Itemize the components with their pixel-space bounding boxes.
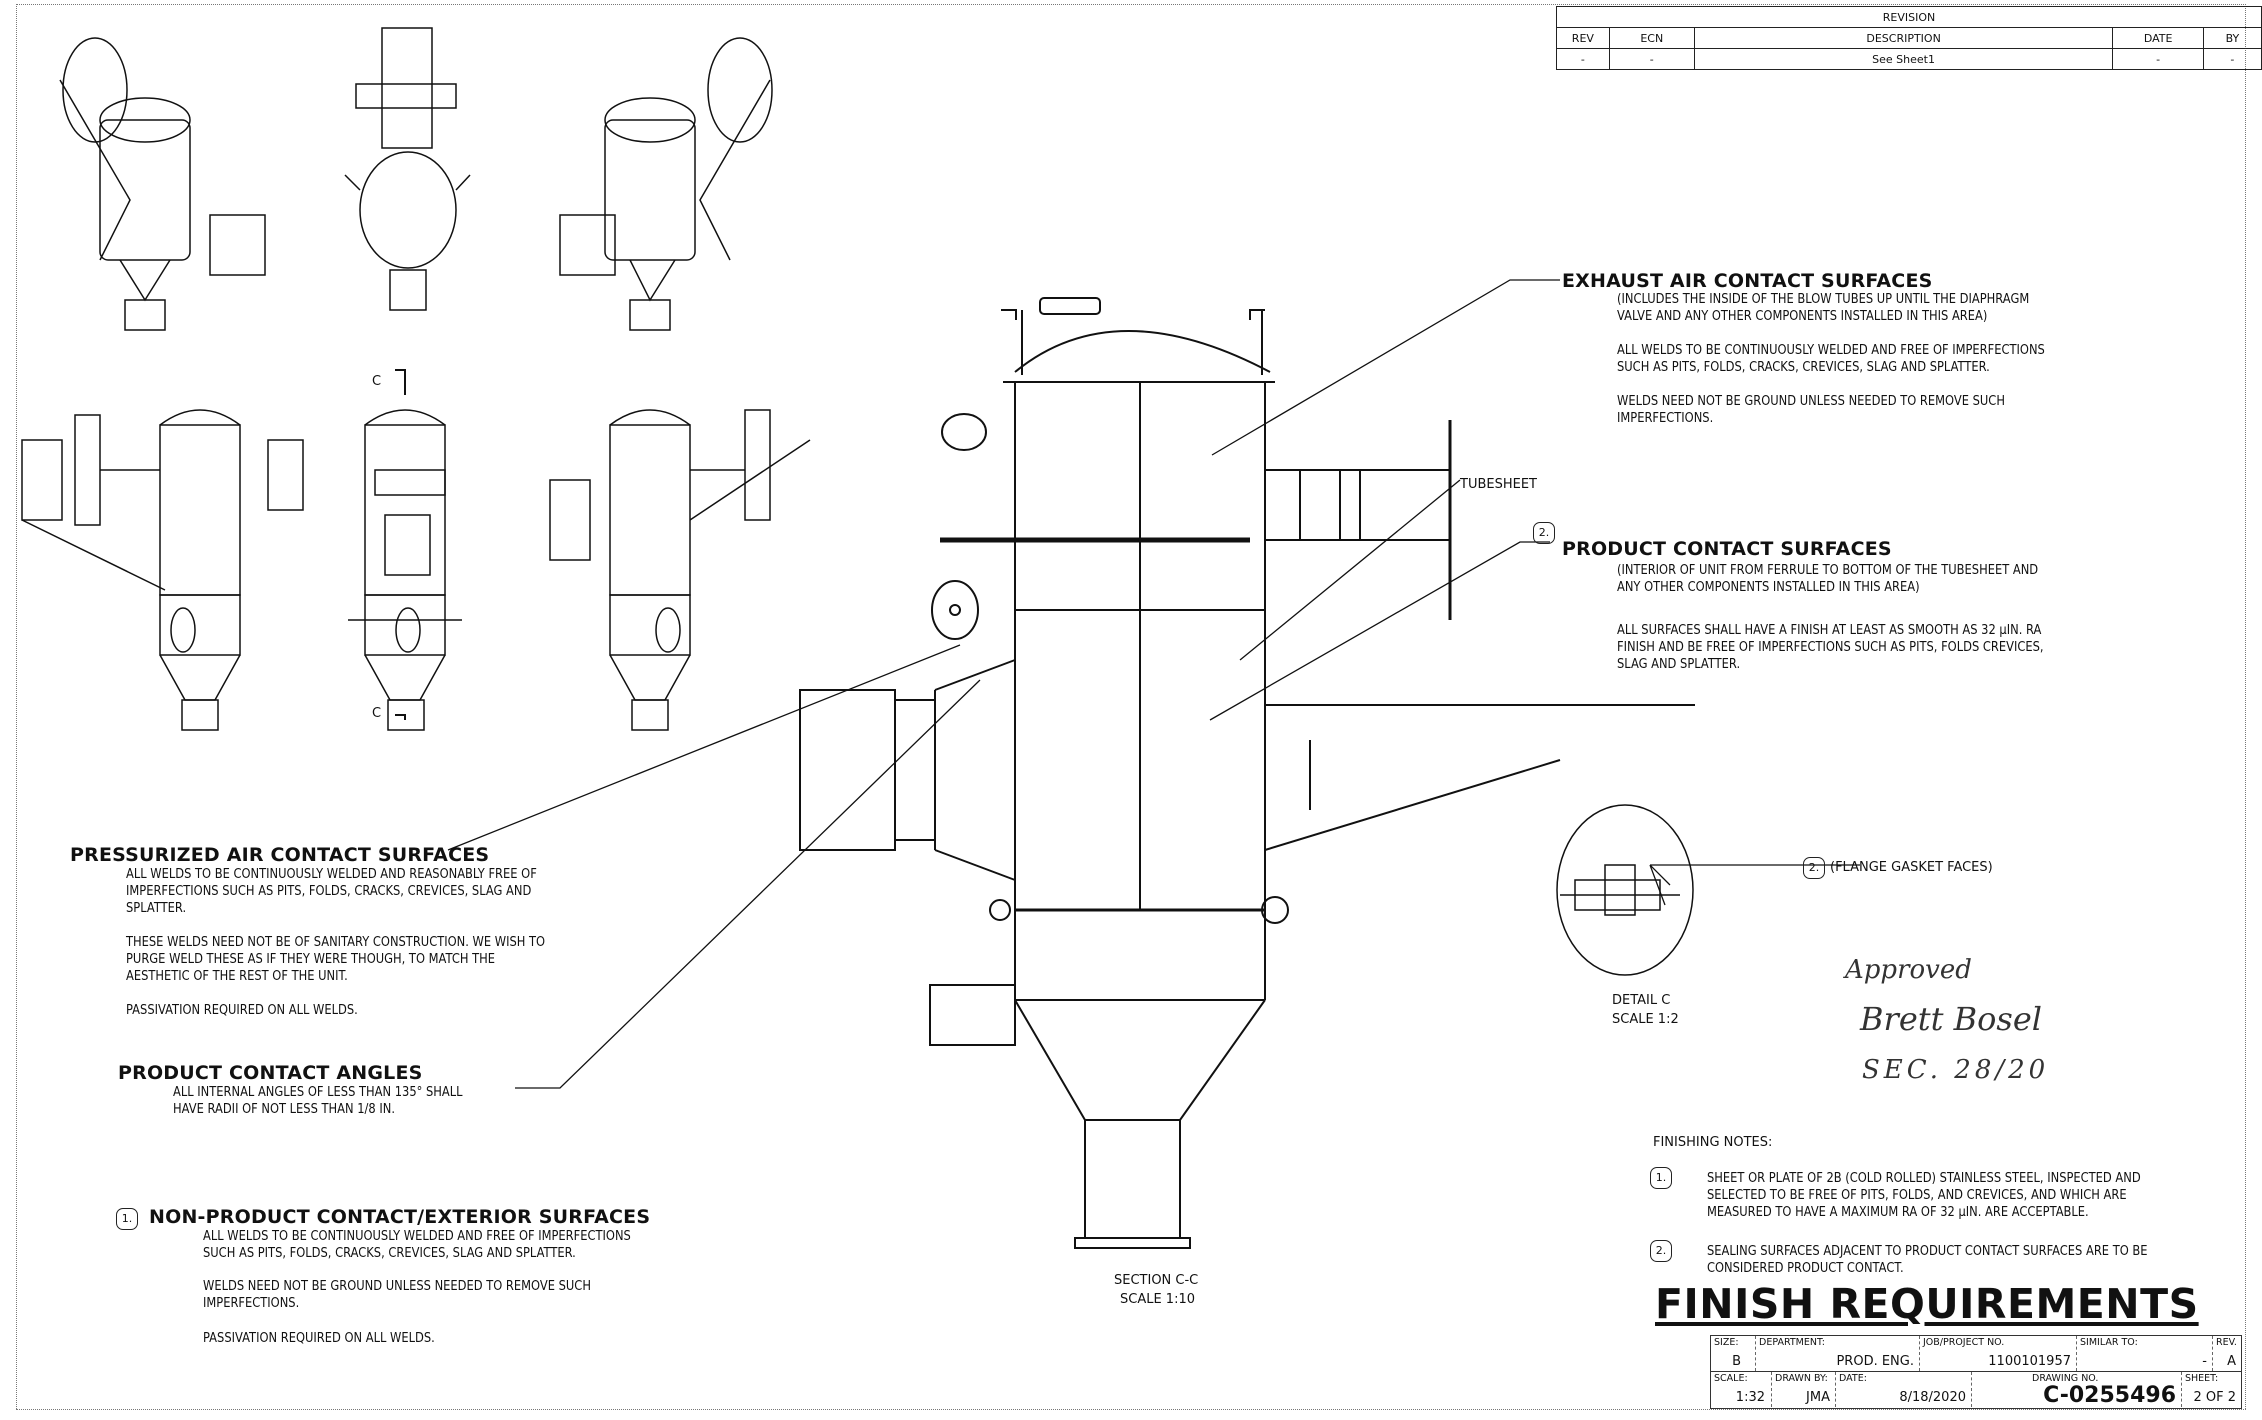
section-c-c-view (799, 297, 1695, 1249)
exhaust-air-para-3: WELDS NEED NOT BE GROUND UNLESS NEEDED T… (1617, 393, 2005, 426)
revision-table: REVISION REV ECN DESCRIPTION DATE BY - -… (1556, 6, 2262, 70)
note-marker-1-icon: 1. (1650, 1167, 1672, 1189)
note-marker-2-icon: 2. (1533, 522, 1555, 544)
section-scale: SCALE 1:10 (1120, 1292, 1196, 1307)
revision-row: - - See Sheet1 - - (1556, 48, 2262, 70)
cut-marker-top: C (372, 374, 382, 389)
pressurized-air-para-3: PASSIVATION REQUIRED ON ALL WELDS. (126, 1002, 358, 1018)
cut-marker-bottom: C (372, 706, 382, 721)
non-product-para-1: ALL WELDS TO BE CONTINUOUSLY WELDED AND … (203, 1228, 631, 1261)
size-cell: SIZE: B (1714, 1337, 1741, 1369)
drawing-number-value: C-0255496 (2043, 1383, 2176, 1408)
finishing-notes-title: FINISHING NOTES: (1653, 1135, 1773, 1150)
rev-block-cell: REV. A (2212, 1336, 2242, 1371)
pressurized-air-heading: PRESSURIZED AIR CONTACT SURFACES (70, 844, 490, 866)
sheet-value: 2 OF 2 (2193, 1390, 2236, 1405)
ecn-cell: - (1608, 48, 1695, 70)
sheet-cell: SHEET: 2 OF 2 (2181, 1372, 2242, 1407)
scale-cell: SCALE: 1:32 (1714, 1373, 1765, 1405)
sheet-border-left (16, 4, 17, 1409)
department-value: PROD. ENG. (1836, 1354, 1914, 1369)
similar-value: - (2202, 1354, 2207, 1369)
finishing-note-1: SHEET OR PLATE OF 2B (COLD ROLLED) STAIN… (1707, 1170, 2141, 1220)
finishing-note-2: SEALING SURFACES ADJACENT TO PRODUCT CON… (1707, 1243, 2148, 1276)
isometric-view-top (344, 27, 471, 311)
sheet-border-bottom (16, 1409, 2246, 1410)
drawing-title: FINISH REQUIREMENTS (1655, 1280, 2199, 1328)
similar-cell: SIMILAR TO: - (2076, 1336, 2213, 1371)
elevation-view-center (348, 369, 462, 731)
description-cell: See Sheet1 (1693, 48, 2114, 70)
isometric-view-right (559, 37, 773, 331)
product-contact-heading: PRODUCT CONTACT SURFACES (1562, 538, 1892, 560)
rev-header: REV (1556, 27, 1610, 49)
non-product-para-2: WELDS NEED NOT BE GROUND UNLESS NEEDED T… (203, 1278, 591, 1311)
size-value: B (1732, 1354, 1741, 1369)
pressurized-air-para-2: THESE WELDS NEED NOT BE OF SANITARY CONS… (126, 934, 546, 984)
date-cell: - (2112, 48, 2204, 70)
rev-value: A (2227, 1354, 2236, 1369)
elevation-view-right (549, 409, 811, 731)
detail-scale: SCALE 1:2 (1612, 1012, 1679, 1027)
product-contact-para-1: (INTERIOR OF UNIT FROM FERRULE TO BOTTOM… (1617, 562, 2039, 595)
by-cell: - (2202, 48, 2262, 70)
note-marker-2-icon: 2. (1803, 857, 1825, 879)
drawing-number-cell: DRAWING NO. C-0255496 (1971, 1372, 2182, 1408)
approval-note: Approved (1845, 955, 1972, 985)
isometric-view-left (59, 37, 266, 331)
note-marker-1-icon: 1. (116, 1208, 138, 1230)
job-cell: JOB/PROJECT NO. 1100101957 (1919, 1336, 2077, 1371)
sheet-border-right (2245, 4, 2246, 1409)
date-value: 8/18/2020 (1899, 1390, 1966, 1405)
flange-gasket-label: (FLANGE GASKET FACES) (1830, 860, 1993, 875)
detail-c-view (1556, 804, 1694, 976)
department-cell: DEPARTMENT: PROD. ENG. (1755, 1336, 1920, 1371)
date-header: DATE (2112, 27, 2204, 49)
rev-cell: - (1556, 48, 1610, 70)
approval-signature: Brett Bosel (1860, 1000, 2043, 1038)
exhaust-air-para-2: ALL WELDS TO BE CONTINUOUSLY WELDED AND … (1617, 342, 2045, 375)
sheet-border-top (16, 4, 2246, 5)
drawn-by-value: JMA (1806, 1390, 1830, 1405)
leader-lines (447, 279, 1860, 1089)
exhaust-air-heading: EXHAUST AIR CONTACT SURFACES (1562, 270, 1933, 292)
product-angles-heading: PRODUCT CONTACT ANGLES (118, 1062, 423, 1084)
detail-label: DETAIL C (1612, 993, 1671, 1008)
section-label: SECTION C-C (1114, 1273, 1199, 1288)
job-value: 1100101957 (1988, 1354, 2071, 1369)
exhaust-air-para-1: (INCLUDES THE INSIDE OF THE BLOW TUBES U… (1617, 291, 2030, 324)
non-product-para-3: PASSIVATION REQUIRED ON ALL WELDS. (203, 1330, 435, 1346)
product-angles-para-1: ALL INTERNAL ANGLES OF LESS THAN 135° SH… (173, 1084, 463, 1117)
drawn-by-cell: DRAWN BY: JMA (1771, 1372, 1836, 1407)
non-product-heading: NON-PRODUCT CONTACT/EXTERIOR SURFACES (149, 1206, 651, 1228)
note-marker-2-icon: 2. (1650, 1240, 1672, 1262)
product-contact-para-2: ALL SURFACES SHALL HAVE A FINISH AT LEAS… (1617, 622, 2044, 672)
approval-date: SEC. 28/20 (1862, 1055, 2050, 1085)
elevation-view-left (21, 409, 304, 731)
scale-value: 1:32 (1735, 1390, 1765, 1405)
title-block: SIZE: B DEPARTMENT: PROD. ENG. JOB/PROJE… (1710, 1335, 2242, 1409)
pressurized-air-para-1: ALL WELDS TO BE CONTINUOUSLY WELDED AND … (126, 866, 537, 916)
date-cell: DATE: 8/18/2020 (1835, 1372, 1972, 1407)
tubesheet-label: TUBESHEET (1460, 477, 1537, 492)
